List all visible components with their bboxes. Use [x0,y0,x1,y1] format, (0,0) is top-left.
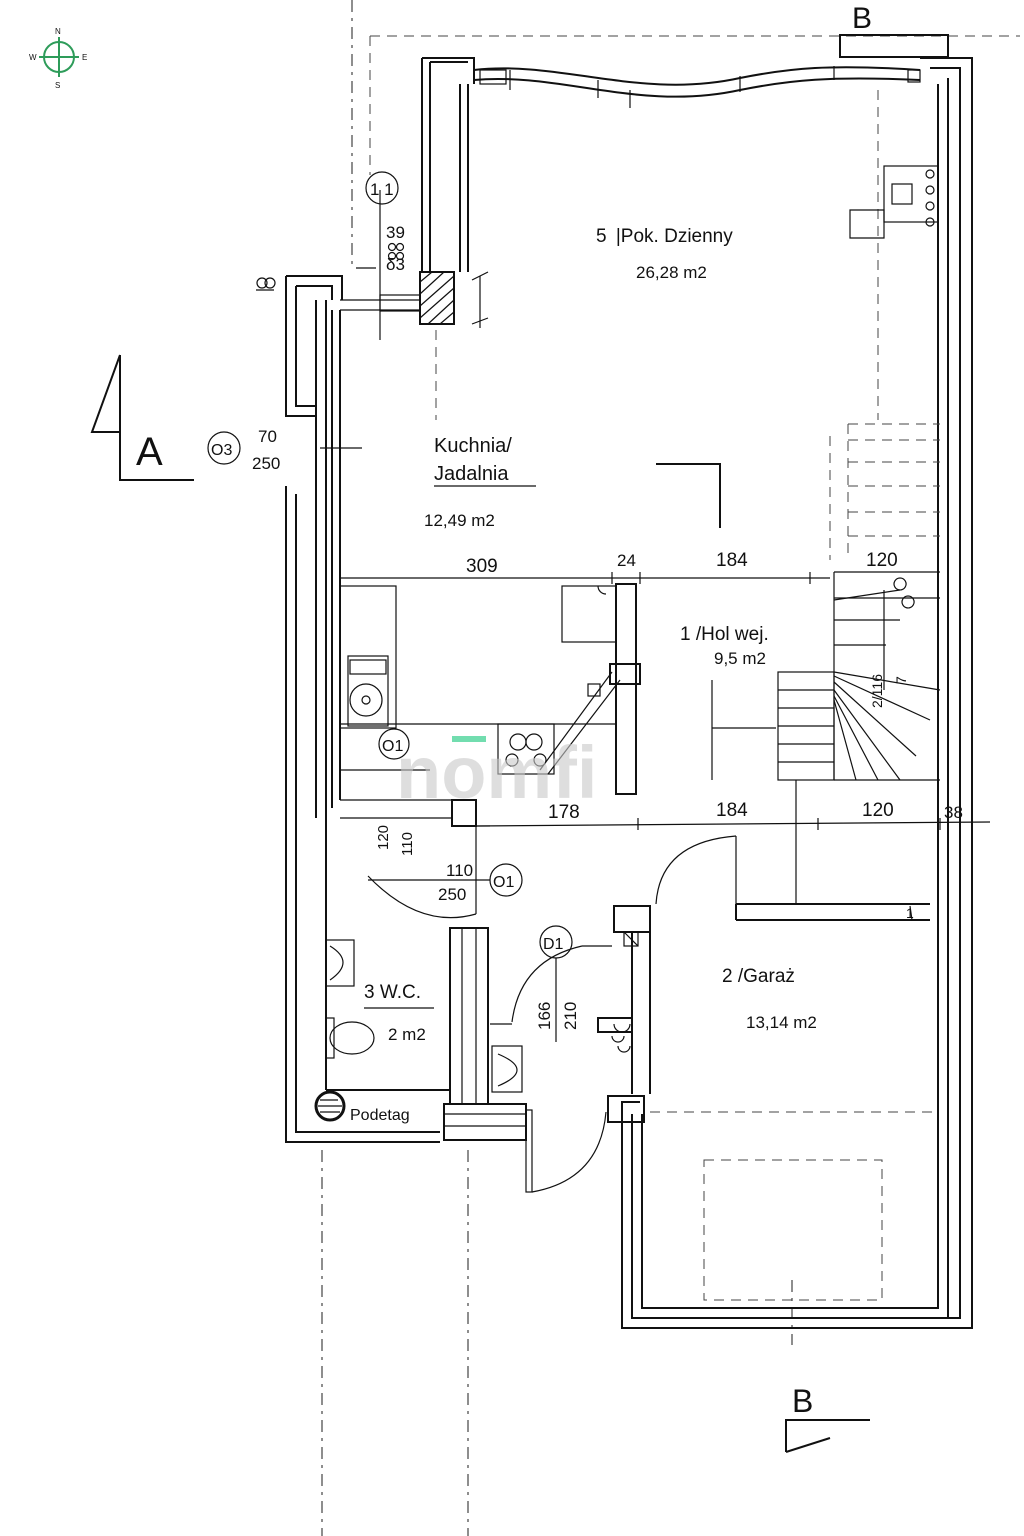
dim-184-mid: 184 [716,800,748,821]
window-tags: 1 1 O3 O1 O1 D1 [207,171,573,959]
room-5-area: 26,28 m2 [636,263,707,282]
compass-s: S [55,81,60,90]
room-2-number: 2 [722,966,733,987]
room-1-area: 9,5 m2 [714,649,766,668]
compass-e: E [82,53,87,62]
dim-38: 38 [944,803,963,822]
dim-110-v: 110 [399,832,416,856]
kitchen-name-line2: Jadalnia [434,463,509,485]
room-5-number: 5 [596,226,607,247]
window-symbol-west [256,277,276,291]
dim-24: 24 [617,551,636,570]
room-5-label: 5 |Pok. Dzienny [596,226,733,247]
dim-250-o1: 250 [438,885,466,904]
watermark-text: nomfi [396,731,597,814]
dim-39: 39 [386,223,405,242]
tag-o3: O3 [211,442,232,459]
wc-fixtures [314,939,631,1122]
room-labels: 5 |Pok. Dzienny 26,28 m2 Kuchnia/ Jadaln… [350,226,817,1124]
dim-120-top: 120 [866,550,898,571]
room-3-label: 3 W.C. [364,982,421,1003]
staircase [777,423,941,781]
tag-11: 1 1 [370,180,394,199]
internal-walls [325,583,938,1301]
podest-label: Podetag [350,1107,410,1124]
section-b-bottom-label: B [792,1383,813,1419]
room-2-label: 2 /Garaż [722,966,795,987]
room-3-name: W.C. [380,982,421,1003]
room-1-name: Hol wej. [701,624,769,645]
tag-d1: D1 [543,936,564,953]
dim-stair-a: 2/116 [869,674,885,708]
compass-icon: N S E W [29,27,87,90]
room-2-area: 13,14 m2 [746,1013,817,1032]
section-marker-b-bottom: B [785,1383,870,1453]
dim-step-1: 1 [906,905,914,921]
section-a-label: A [136,430,163,474]
dim-166: 166 [535,1002,554,1030]
dim-120-v: 120 [375,825,392,850]
kitchen-corner [656,463,721,528]
room-2-name: Garaż [743,966,795,987]
dim-250-o3: 250 [252,454,280,473]
section-marker-b-top: B [839,2,949,58]
tag-o1a: O1 [382,738,403,755]
kitchen-units [339,585,621,775]
dimension-texts: 39 δ3 70 250 309 24 184 120 178 184 120 … [252,223,963,1030]
room-3-number: 3 [364,982,375,1003]
watermark: nomfi [396,731,597,814]
kitchen-area: 12,49 m2 [424,511,495,530]
compass-w: W [29,53,37,62]
tag-o1a-circle [378,728,410,760]
dim-stair-b: 7 [893,676,909,684]
dim-120-mid: 120 [862,800,894,821]
dimension-lines [320,190,991,1042]
room-3-area: 2 m2 [388,1025,426,1044]
room-5-name: Pok. Dzienny [621,226,733,247]
room-1-label: 1 /Hol wej. [680,624,769,645]
dim-110-o1: 110 [446,861,473,880]
tag-o1b-circle [489,863,523,897]
chimney [419,271,489,328]
dim-210: 210 [561,1002,580,1030]
tag-o3-circle [207,431,241,465]
stove-symbol [849,165,939,239]
dim-70: 70 [258,427,277,446]
axis-lines [321,0,1020,1536]
compass-n: N [55,27,61,36]
tag-o1b: O1 [493,874,514,891]
section-marker-a: A [90,354,194,481]
room-1-number: 1 [680,624,691,645]
dim-309: 309 [466,556,498,577]
outer-walls [285,57,973,1329]
dim-178: 178 [548,802,580,823]
tag-11-circle [365,171,399,205]
kitchen-name-line1: Kuchnia/ [434,435,512,457]
dim-184-top: 184 [716,550,748,571]
tag-d1-circle [539,925,573,959]
section-b-top-label: B [852,2,872,35]
